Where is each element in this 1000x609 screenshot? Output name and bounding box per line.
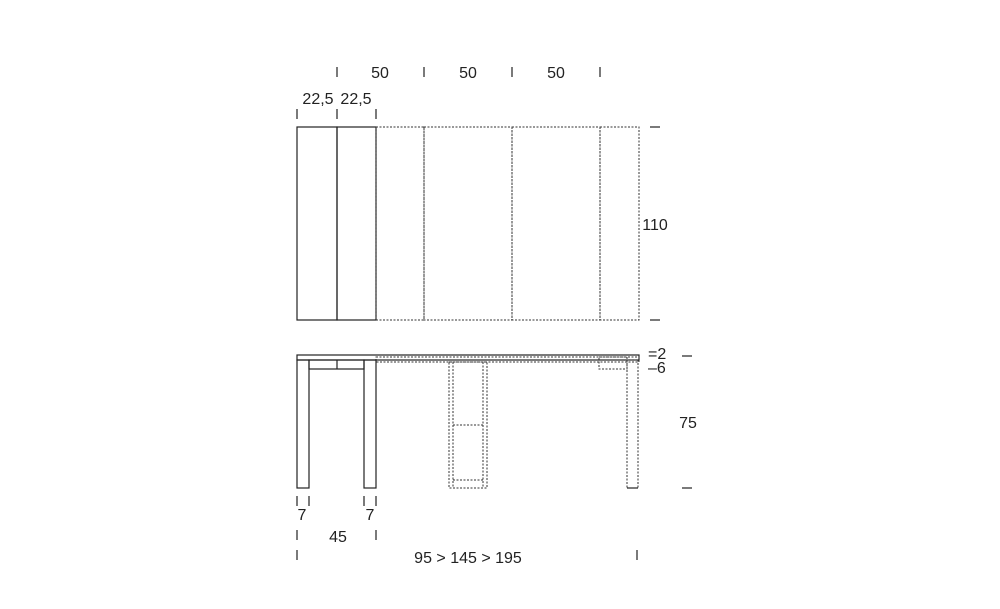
extension-panel [599,126,640,321]
center-support [448,361,488,489]
leg [363,359,377,489]
leaf-width-label: 22,5 [302,91,333,108]
extension-leg [626,359,639,489]
leg-width-label: 7 [298,507,307,524]
closed-depth-label: 45 [329,529,347,546]
extension-width-label: 50 [371,65,389,82]
extension-panel [511,126,601,321]
top-thickness-label: =2 [648,346,666,363]
side-view: =2 –6 75 7 7 45 95 > 145 > 195 [296,346,697,567]
extension-panel [423,126,513,321]
extension-width-label: 50 [459,65,477,82]
extension-panel [375,126,425,321]
length-range-label: 95 > 145 > 195 [414,550,522,567]
depth-label: 110 [642,217,668,234]
leg-width-label: 7 [366,507,375,524]
top-view: 50 50 50 22,5 22,5 110 [296,65,668,321]
closed-leaf [336,126,377,321]
apron-height-label: –6 [648,360,666,377]
closed-leaf [296,126,338,321]
leg [296,359,310,489]
leaf-width-label: 22,5 [340,91,371,108]
height-label: 75 [679,415,697,432]
extension-width-label: 50 [547,65,565,82]
